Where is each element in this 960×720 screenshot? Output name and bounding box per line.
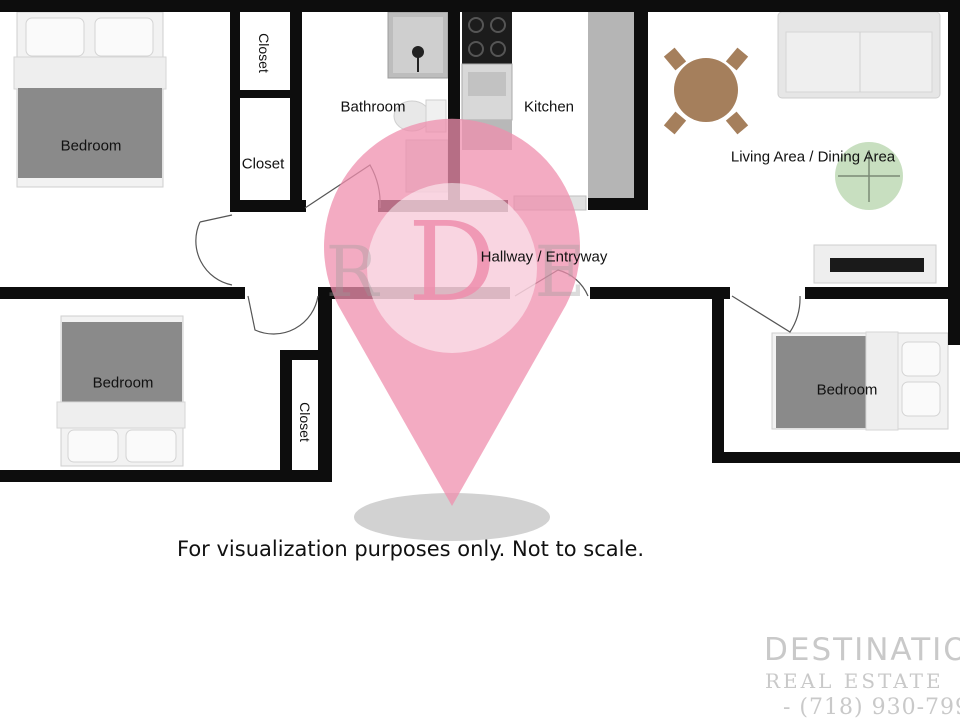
living-furniture — [663, 11, 941, 284]
brand-phone: - (718) 930-799 — [783, 695, 960, 720]
room-label-closet-mid: Closet — [241, 155, 285, 173]
furniture — [13, 11, 949, 467]
room-label-bedroom-bottom-left: Bedroom — [92, 374, 154, 392]
room-label-closet-bottom: Closet — [297, 402, 313, 442]
watermark-letter-r: R — [326, 231, 381, 313]
room-label-living-dining: Living Area / Dining Area — [730, 148, 896, 166]
disclaimer-text: For visualization purposes only. Not to … — [177, 537, 645, 561]
brand-tagline: REAL ESTATE — [765, 669, 944, 693]
walls — [0, 0, 960, 482]
room-label-bedroom-top-left: Bedroom — [60, 137, 122, 155]
watermark-logo: D R E — [323, 118, 586, 541]
watermark-letter-d: D — [408, 198, 496, 326]
room-label-bedroom-right: Bedroom — [816, 381, 878, 399]
room-label-kitchen: Kitchen — [523, 98, 575, 116]
bed-right — [771, 331, 949, 431]
room-label-bathroom: Bathroom — [340, 98, 406, 116]
bed-top-left — [13, 11, 167, 188]
brand-name: DESTINATIO — [764, 632, 960, 668]
watermark-letter-e: E — [534, 231, 585, 313]
bed-bottom-left — [56, 315, 186, 467]
room-label-closet-top: Closet — [256, 33, 272, 73]
room-label-hallway: Hallway / Entryway — [480, 248, 608, 266]
